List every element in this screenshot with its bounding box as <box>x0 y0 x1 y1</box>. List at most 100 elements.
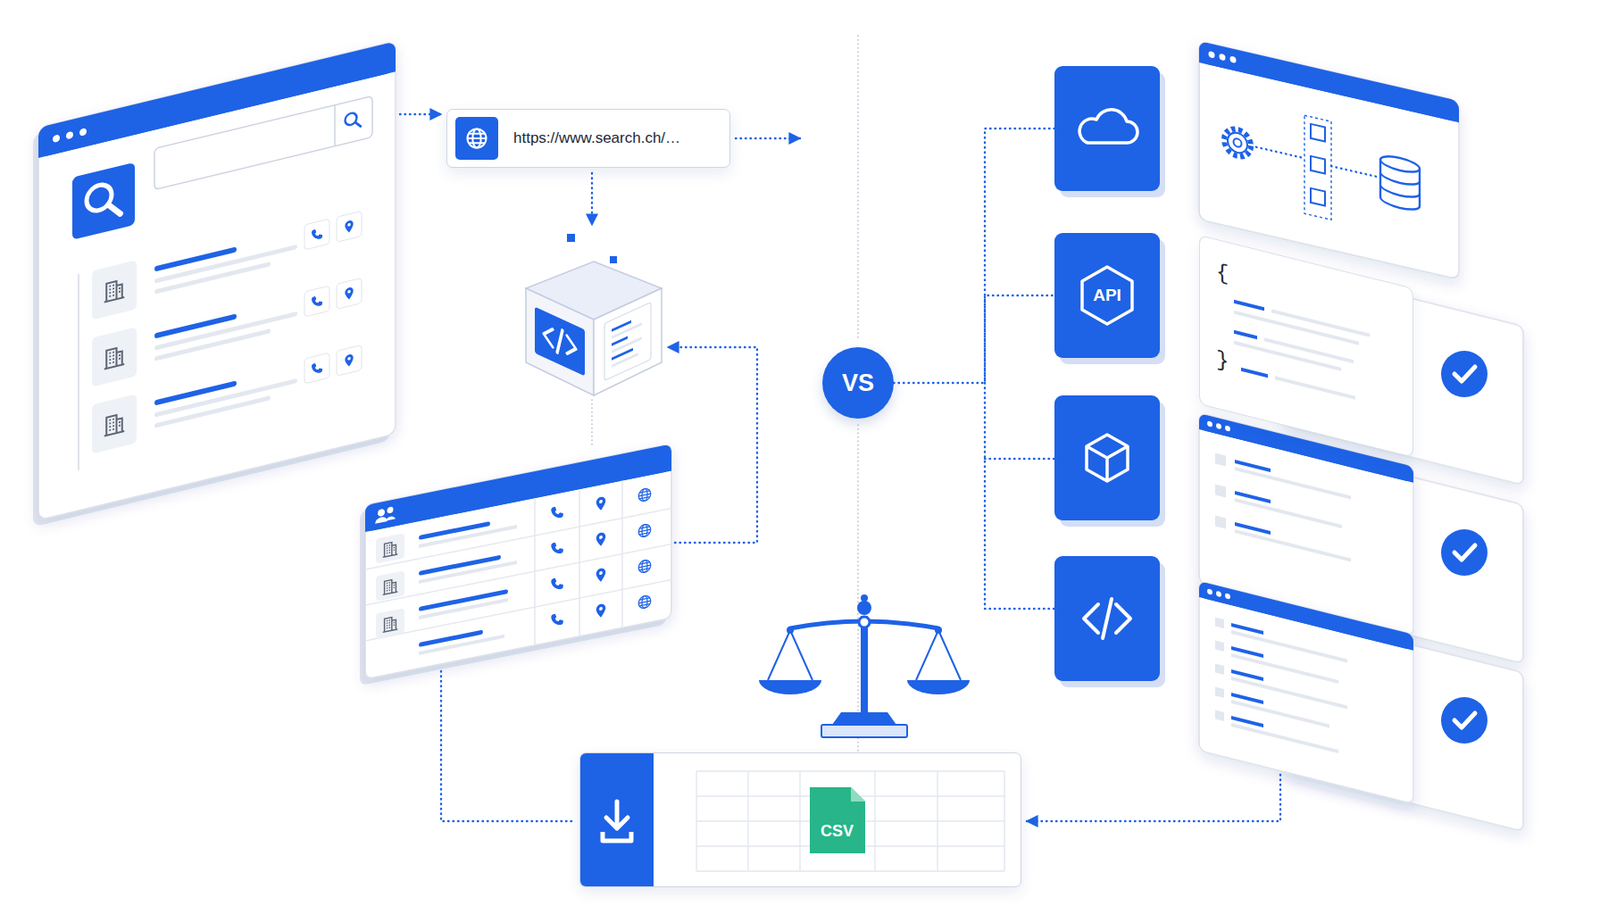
result-table <box>596 603 607 619</box>
connector-line <box>893 295 1055 384</box>
result-card <box>1215 686 1225 698</box>
result-card <box>1215 663 1225 675</box>
node-decoration <box>1233 310 1359 346</box>
result-card <box>1199 581 1524 833</box>
result-table <box>375 608 405 639</box>
search-browser <box>336 277 362 309</box>
node-decoration <box>1200 235 1415 459</box>
parser-cube <box>543 321 576 362</box>
search-browser <box>108 201 121 217</box>
search-browser <box>344 286 353 301</box>
result-card <box>1216 423 1222 430</box>
pipeline-window <box>1224 125 1251 159</box>
result-card <box>1454 713 1475 728</box>
search-browser <box>154 313 237 339</box>
flow-arrow <box>591 400 593 447</box>
flow-arrow <box>735 137 800 140</box>
parser-cube <box>525 288 594 396</box>
node-decoration <box>580 753 1022 888</box>
csv-export-panel: CSV <box>579 752 1022 888</box>
parser-cube <box>609 256 617 264</box>
search-browser <box>333 105 336 147</box>
node-decoration <box>447 109 510 169</box>
result-table <box>550 505 564 520</box>
method-tile <box>1079 109 1138 143</box>
result-card <box>1215 616 1225 628</box>
result-card <box>1441 529 1488 576</box>
pipeline-window <box>1219 53 1226 62</box>
result-table <box>418 598 509 620</box>
node-decoration <box>1275 375 1356 400</box>
method-tile <box>1083 599 1131 639</box>
pipeline-window <box>1199 41 1459 123</box>
result-card <box>1234 498 1342 529</box>
result-table <box>365 443 672 680</box>
search-browser <box>154 395 271 428</box>
parser-cube <box>534 307 585 377</box>
search-browser <box>345 111 358 126</box>
result-table <box>638 487 651 502</box>
result-table <box>383 578 399 595</box>
pipeline-window <box>1230 55 1237 64</box>
flow-arrow <box>1026 775 1281 822</box>
parser-cube <box>525 233 662 396</box>
search-browser <box>344 353 353 368</box>
result-table <box>377 508 385 518</box>
search-browser <box>304 352 330 384</box>
result-table <box>365 443 672 533</box>
method-tile <box>1054 66 1160 192</box>
node-text: { <box>1216 259 1229 289</box>
search-browser <box>91 393 137 454</box>
search-browser <box>38 41 396 521</box>
pipeline-window <box>1233 137 1242 148</box>
method-tile <box>1054 556 1160 682</box>
node-decoration <box>1082 266 1133 325</box>
parser-cube <box>534 307 585 377</box>
result-card <box>1234 466 1351 500</box>
search-browser <box>154 328 271 361</box>
result-table <box>550 612 564 627</box>
search-browser <box>311 227 323 242</box>
method-tile <box>1086 434 1128 482</box>
result-table <box>550 541 564 556</box>
result-table <box>418 634 505 656</box>
search-browser <box>304 285 330 317</box>
pipeline-window <box>1227 130 1248 155</box>
search-browser <box>304 218 330 250</box>
result-table <box>596 567 607 584</box>
result-table <box>375 570 405 601</box>
result-table <box>596 496 607 512</box>
parser-cube <box>566 233 575 242</box>
result-table <box>550 576 564 592</box>
balance-scale <box>857 600 872 616</box>
result-card <box>1215 709 1225 721</box>
search-browser <box>311 294 323 309</box>
result-table <box>375 533 405 564</box>
balance-scale <box>907 680 970 695</box>
node-decoration <box>455 116 499 160</box>
method-tile <box>1054 66 1166 688</box>
pipeline-window <box>1310 124 1325 142</box>
search-browser <box>91 339 362 454</box>
search-browser <box>344 219 353 234</box>
parser-cube <box>593 288 662 396</box>
search-browser <box>311 361 323 375</box>
flow-arrow <box>400 114 1281 822</box>
result-table <box>638 523 651 538</box>
balance-scale <box>821 725 908 738</box>
search-browser <box>154 311 298 351</box>
result-table <box>365 470 672 680</box>
balance-scale <box>860 616 868 715</box>
node-decoration <box>580 753 654 888</box>
url-bar: https://www.search.ch/… <box>446 108 731 168</box>
result-card <box>1231 700 1330 728</box>
search-browser <box>66 131 74 141</box>
result-card <box>1225 425 1231 432</box>
result-table <box>418 521 491 541</box>
search-browser <box>52 133 60 143</box>
search-browser <box>91 259 137 320</box>
node-decoration <box>1241 367 1268 378</box>
result-table <box>359 443 672 686</box>
pipeline-window <box>1304 115 1332 220</box>
